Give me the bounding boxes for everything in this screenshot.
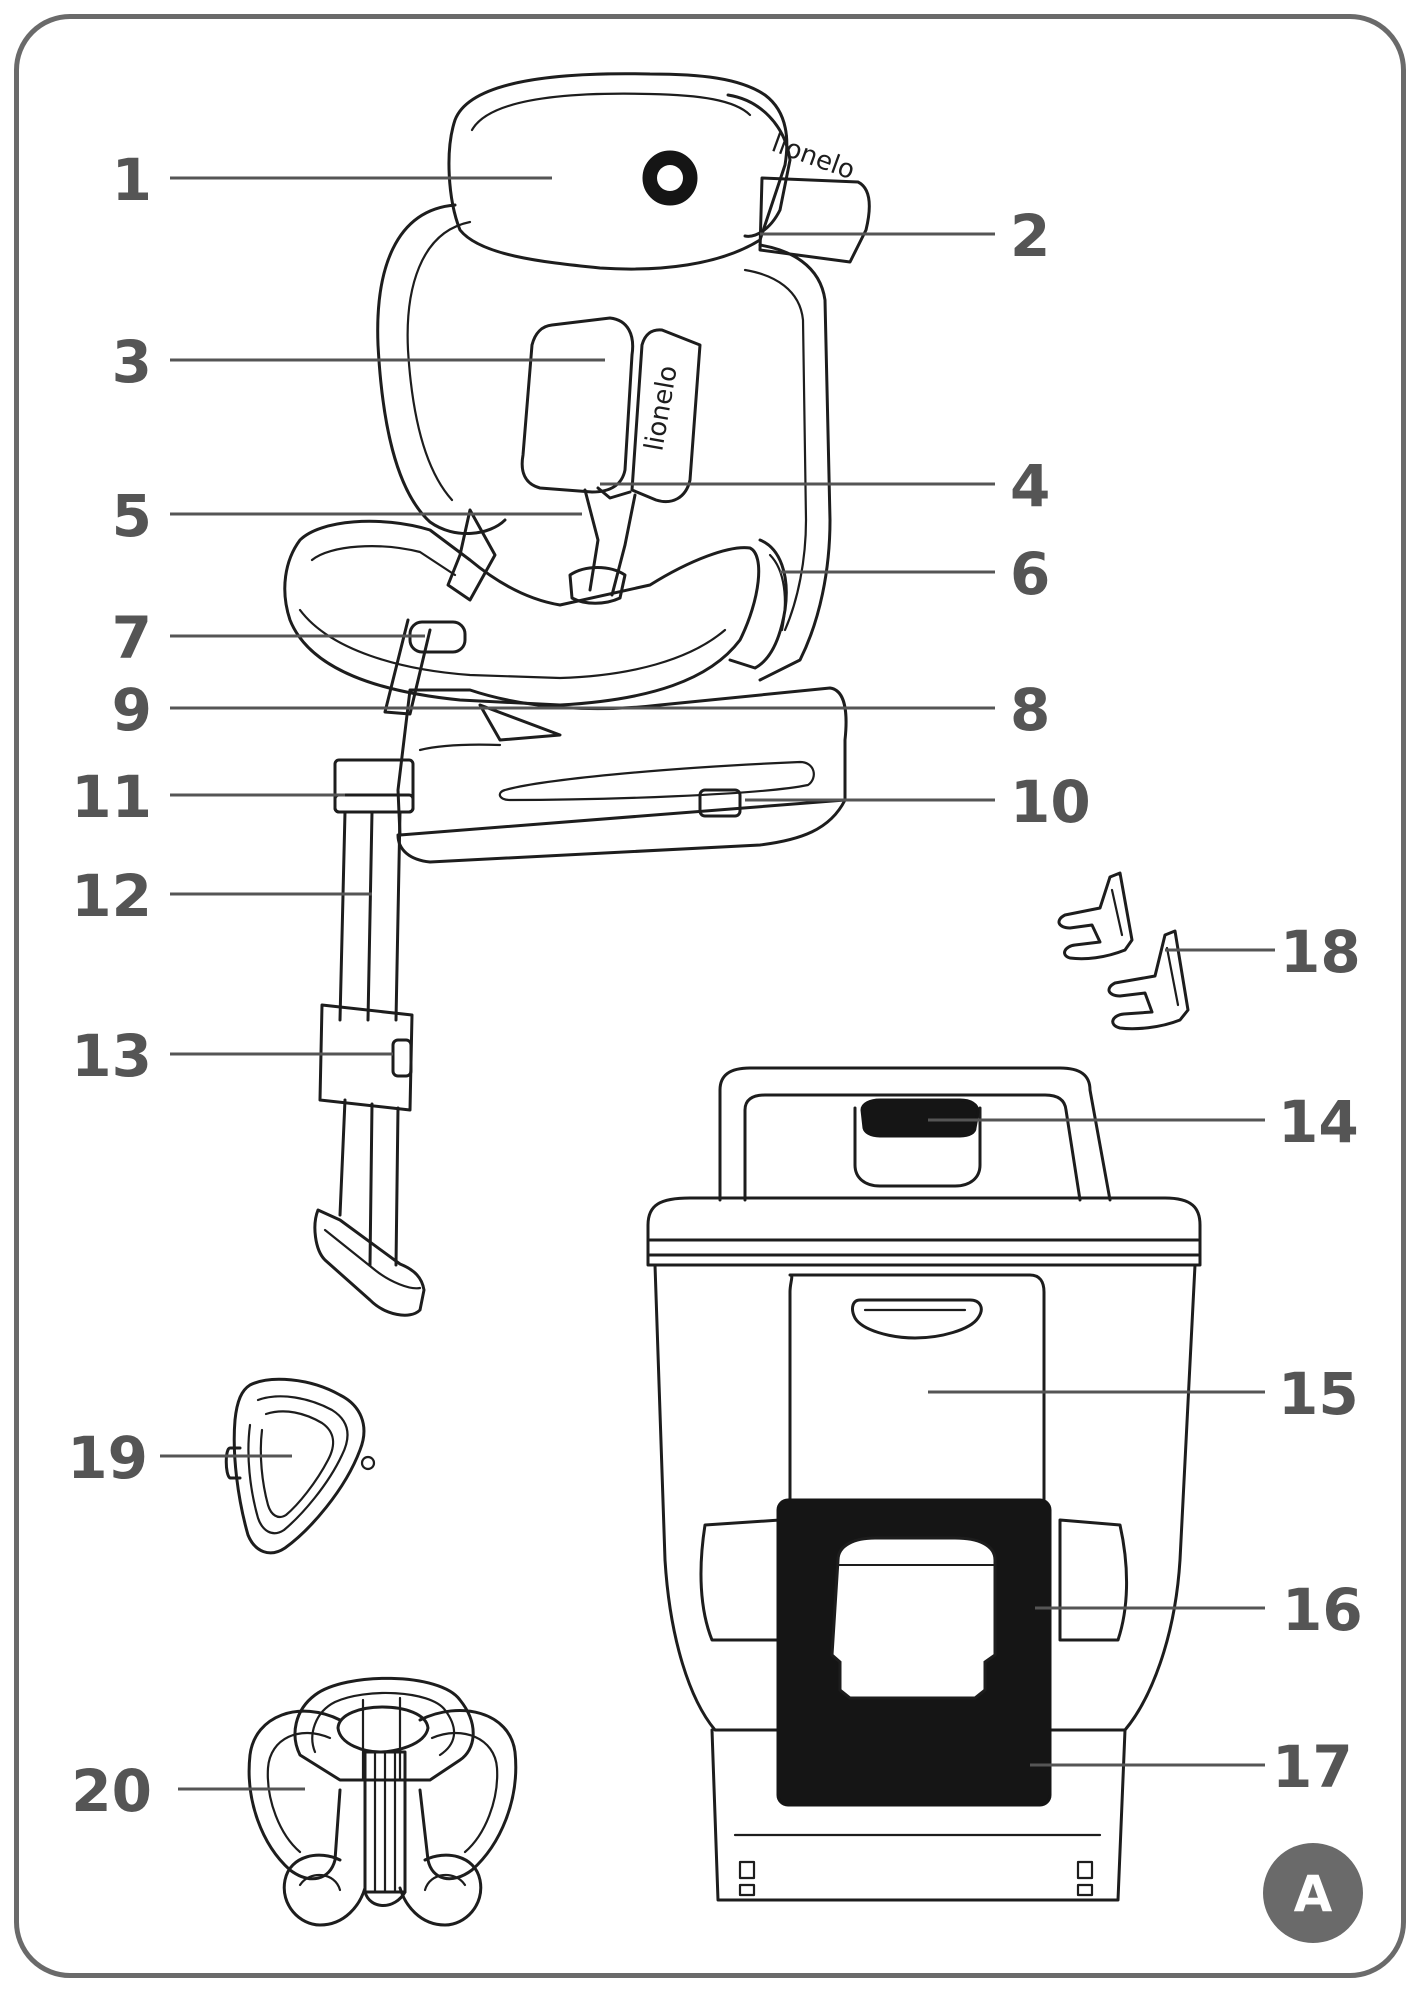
callout-10: 10 [1010, 768, 1091, 836]
callout-18: 18 [1280, 918, 1361, 986]
figure-badge: A [1263, 1843, 1363, 1943]
callout-17: 17 [1272, 1733, 1353, 1801]
belt-guide-part [224, 1377, 376, 1555]
callout-5: 5 [112, 482, 152, 550]
callout-7: 7 [112, 604, 152, 672]
car-seat-back-view [646, 1066, 1202, 1902]
callout-3: 3 [112, 328, 152, 396]
infant-insert [247, 1676, 518, 1927]
harness-clips [1057, 871, 1190, 1031]
callout-13: 13 [71, 1022, 152, 1090]
callout-14: 14 [1278, 1088, 1359, 1156]
leader-lines [160, 176, 1275, 1791]
callout-8: 8 [1010, 676, 1050, 744]
callout-2: 2 [1010, 202, 1050, 270]
support-leg [313, 618, 432, 1317]
car-seat-side-view: lionelo lionelo [283, 72, 871, 864]
brand-label: lionelo [639, 363, 683, 453]
callout-11: 11 [71, 763, 152, 831]
callout-19: 19 [67, 1424, 148, 1492]
figure-badge-label: A [1294, 1865, 1333, 1923]
callout-6: 6 [1010, 540, 1050, 608]
callout-16: 16 [1282, 1576, 1363, 1644]
callout-15: 15 [1278, 1360, 1359, 1428]
callout-9: 9 [112, 676, 152, 744]
callout-1: 1 [112, 146, 152, 214]
callout-12: 12 [71, 862, 152, 930]
callout-4: 4 [1010, 452, 1050, 520]
diagram-frame [14, 14, 1406, 1978]
callout-numbers: 1 2 3 4 5 6 7 8 9 10 11 12 13 14 15 16 1… [67, 146, 1362, 1825]
callout-20: 20 [71, 1757, 152, 1825]
